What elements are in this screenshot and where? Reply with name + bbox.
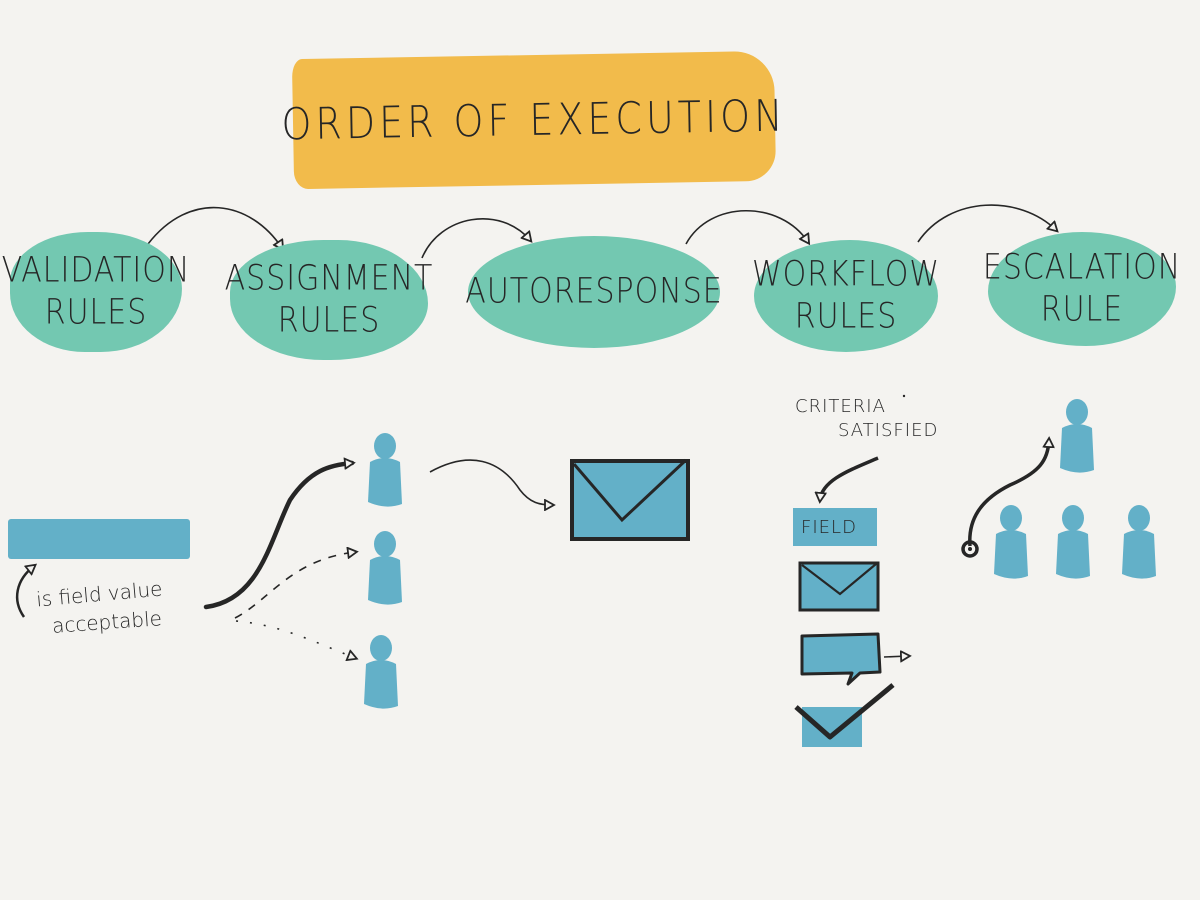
step-autoresponse: AUTORESPONSE — [465, 236, 723, 348]
step-label-line1: WORKFLOW — [752, 254, 940, 295]
field-label: FIELD — [801, 516, 857, 538]
step-label-line2: RULES — [277, 300, 381, 341]
assignment-arrow-dashed — [234, 552, 355, 619]
step-workflow-rules: WORKFLOW RULES — [752, 240, 940, 352]
step-assignment-rules: ASSIGNMENT RULES — [225, 240, 432, 360]
validation-field-icon — [8, 519, 190, 559]
escalation-person-icons — [994, 399, 1156, 579]
step-label-line2: RULES — [794, 296, 898, 337]
step-label-line1: ESCALATION — [982, 247, 1182, 288]
step-label-line2: RULE — [1040, 289, 1124, 330]
step-label-line1: VALIDATION — [1, 250, 191, 291]
criteria-label-line2: SATISFIED — [838, 420, 939, 441]
step-label-line1: AUTORESPONSE — [465, 271, 723, 312]
step-label-line1: ASSIGNMENT — [224, 258, 434, 299]
criteria-arrow — [820, 456, 879, 500]
escalation-timer-icon — [961, 540, 979, 558]
workflow-envelope-icon — [798, 561, 880, 612]
step-connector-arrows — [147, 204, 1056, 259]
validation-note-arrow — [16, 566, 34, 618]
workflow-message-bubble-icon — [800, 632, 908, 686]
workflow-check-icon — [794, 683, 895, 747]
autoresponse-envelope-icon — [570, 458, 690, 541]
assignment-arrow-solid — [203, 463, 352, 610]
escalation-arrow — [968, 440, 1049, 547]
step-label-line2: RULES — [44, 292, 148, 333]
step-validation-rules: VALIDATION RULES — [2, 232, 189, 352]
assignment-person-icons — [364, 433, 402, 709]
step-escalation-rule: ESCALATION RULE — [983, 232, 1180, 346]
criteria-label-line1: CRITERIA — [795, 396, 886, 417]
workflow-field-update: FIELD — [793, 508, 877, 546]
autoresponse-arrow — [429, 459, 552, 505]
assignment-arrow-dotted — [235, 620, 355, 658]
